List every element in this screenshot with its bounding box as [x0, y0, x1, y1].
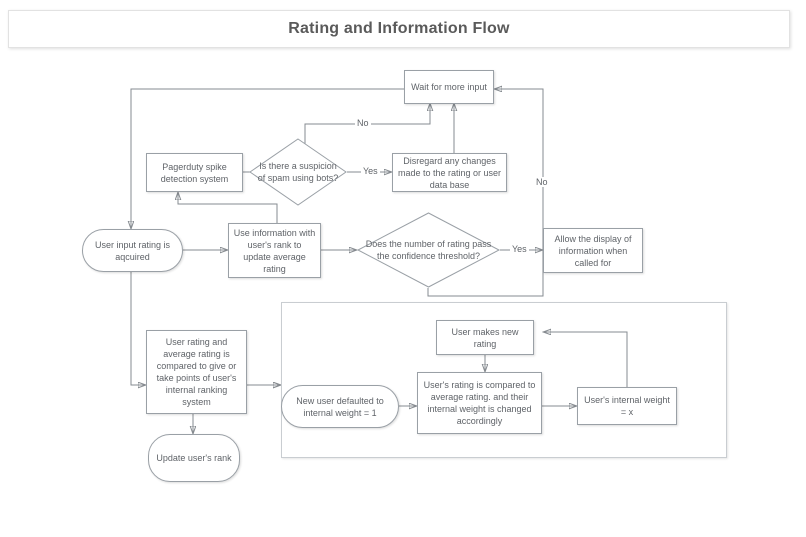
- node-label: User rating and average rating is compar…: [156, 337, 237, 407]
- node-label: User's rating is compared to average rat…: [423, 380, 536, 426]
- node-label: New user defaulted to internal weight = …: [296, 395, 384, 418]
- node-pagerduty-spike-detection[interactable]: Pagerduty spike detection system: [146, 153, 243, 192]
- node-user-internal-weight[interactable]: User's internal weight = x: [577, 387, 677, 425]
- node-wait-for-more-input[interactable]: Wait for more input: [404, 70, 494, 104]
- node-label: Disregard any changes made to the rating…: [397, 155, 502, 190]
- node-label: Update user's rank: [156, 453, 232, 463]
- node-confidence-threshold-decision[interactable]: Does the number of rating pass the confi…: [356, 212, 501, 288]
- edge-label-confidence-yes: Yes: [510, 244, 529, 254]
- page-title: Rating and Information Flow: [288, 20, 510, 37]
- node-label: User's internal weight = x: [584, 395, 670, 417]
- node-spam-suspicion-decision[interactable]: Is there a suspicion of spam using bots?: [249, 138, 347, 206]
- node-new-user-default-weight[interactable]: New user defaulted to internal weight = …: [281, 385, 399, 428]
- node-label: Pagerduty spike detection system: [160, 161, 229, 184]
- edge-label-spam-no: No: [355, 118, 371, 128]
- node-label: Does the number of rating pass the confi…: [365, 239, 492, 261]
- node-label: Use information with user's rank to upda…: [233, 227, 316, 274]
- node-label: Wait for more input: [411, 82, 487, 92]
- node-allow-display-information[interactable]: Allow the display of information when ca…: [543, 228, 643, 273]
- node-disregard-changes[interactable]: Disregard any changes made to the rating…: [392, 153, 507, 192]
- node-rating-compared-weight-changed[interactable]: User's rating is compared to average rat…: [417, 372, 542, 434]
- node-user-makes-new-rating[interactable]: User makes new rating: [436, 320, 534, 355]
- node-label: Allow the display of information when ca…: [554, 233, 632, 268]
- edge-label-spam-yes: Yes: [361, 166, 380, 176]
- weighting-subprocess-group: [281, 302, 727, 458]
- node-user-input-rating[interactable]: User input rating is aqcuired: [82, 229, 183, 272]
- title-bar: Rating and Information Flow: [8, 10, 790, 48]
- node-label: User makes new rating: [451, 326, 519, 349]
- node-update-user-rank[interactable]: Update user's rank: [148, 434, 240, 482]
- edge-user-input-to-compare: [130, 272, 146, 385]
- node-label: Is there a suspicion of spam using bots?: [257, 161, 339, 183]
- node-compare-ratings-internal-ranking[interactable]: User rating and average rating is compar…: [146, 330, 247, 414]
- node-use-information-update-average[interactable]: Use information with user's rank to upda…: [228, 223, 321, 278]
- node-label: User input rating is aqcuired: [94, 239, 171, 262]
- edge-label-confidence-no: No: [534, 177, 550, 187]
